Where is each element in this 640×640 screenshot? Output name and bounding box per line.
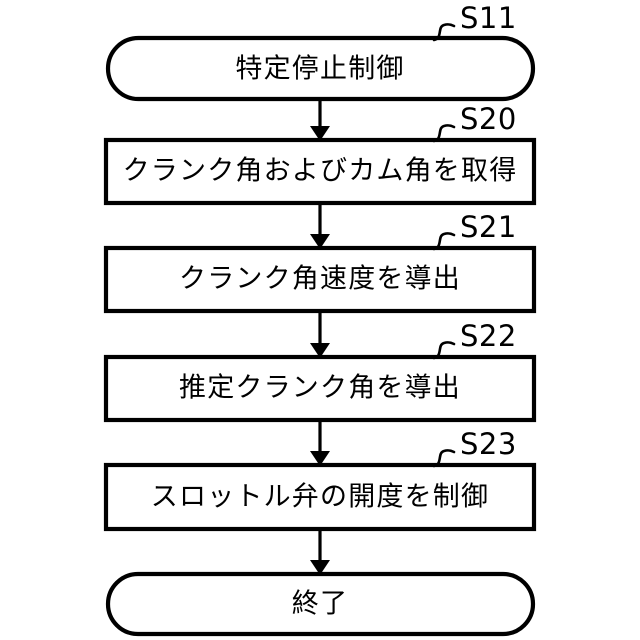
step-leader-n1 [432,23,456,42]
edge-n1-n2 [310,99,330,141]
node-n3[interactable]: クランク角速度を導出 [103,245,537,314]
step-label-s21: S21 [460,210,517,244]
edge-n3-n4 [310,311,330,358]
edge-n4-n5 [310,420,330,466]
node-n3-label: クランク角速度を導出 [179,264,461,295]
step-leader-n5 [432,449,456,468]
node-n6-shape [105,571,536,637]
step-label-s11: S11 [460,1,517,35]
step-label-s20: S20 [460,102,517,136]
node-n2[interactable]: クランク角およびカム角を取得 [103,137,537,206]
step-leader-n2 [432,124,456,143]
node-n4-label: 推定クランク角を導出 [179,373,461,404]
node-n1-label: 特定停止制御 [235,54,404,85]
node-n6-label: 終了 [292,589,348,620]
edge-n2-n3 [310,203,330,249]
node-n5-shape [103,462,537,532]
node-n5-label: スロットル弁の開度を制御 [151,482,489,513]
step-leader-n3 [432,232,456,251]
node-n4[interactable]: 推定クランク角を導出 [103,354,537,423]
step-label-s23: S23 [460,427,517,461]
step-leader-n4 [432,341,456,360]
step-label-s22: S22 [460,319,517,353]
node-n2-label: クランク角およびカム角を取得 [123,156,518,187]
edge-n5-n6 [310,529,330,575]
node-n5[interactable]: スロットル弁の開度を制御 [103,462,537,532]
node-n6[interactable]: 終了 [105,571,536,637]
node-n1[interactable]: 特定停止制御 [105,35,536,102]
